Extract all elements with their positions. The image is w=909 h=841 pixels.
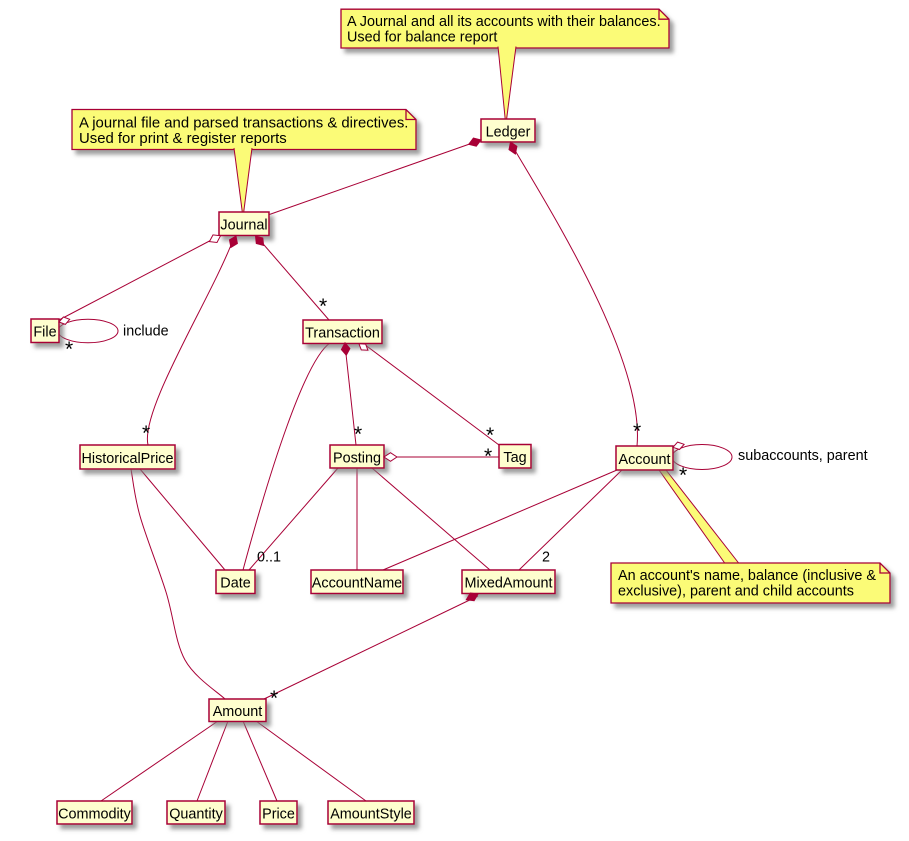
svg-text:HistoricalPrice: HistoricalPrice	[82, 451, 174, 467]
svg-text:Tag: Tag	[503, 450, 526, 466]
svg-text:Transaction: Transaction	[305, 326, 380, 342]
svg-text:*: *	[486, 424, 494, 447]
svg-text:Account: Account	[619, 452, 671, 468]
svg-text:exclusive), parent and child a: exclusive), parent and child accounts	[618, 584, 854, 600]
svg-text:subaccounts, parent: subaccounts, parent	[738, 448, 868, 464]
svg-text:*: *	[270, 687, 278, 710]
svg-text:Posting: Posting	[333, 450, 381, 466]
svg-text:Quantity: Quantity	[169, 806, 223, 822]
svg-text:AmountStyle: AmountStyle	[330, 806, 412, 822]
svg-text:0..1: 0..1	[257, 550, 281, 566]
svg-text:An account's name, balance (in: An account's name, balance (inclusive &	[618, 568, 876, 584]
svg-text:*: *	[319, 295, 327, 318]
svg-text:Amount: Amount	[213, 704, 263, 720]
svg-text:*: *	[633, 420, 641, 443]
svg-text:Commodity: Commodity	[58, 806, 132, 822]
svg-text:A journal file and parsed tran: A journal file and parsed transactions &…	[79, 115, 408, 131]
svg-text:File: File	[33, 325, 56, 341]
svg-text:Ledger: Ledger	[486, 124, 531, 140]
svg-text:A Journal and all its accounts: A Journal and all its accounts with thei…	[347, 14, 661, 30]
svg-text:Used for balance report: Used for balance report	[347, 30, 497, 46]
svg-text:*: *	[65, 338, 73, 361]
svg-text:Used for print & register repo: Used for print & register reports	[79, 131, 287, 147]
svg-text:MixedAmount: MixedAmount	[465, 576, 553, 592]
svg-text:Price: Price	[262, 806, 295, 822]
svg-text:2: 2	[542, 550, 550, 566]
svg-text:*: *	[679, 464, 687, 487]
svg-text:Date: Date	[220, 576, 250, 592]
svg-text:*: *	[354, 423, 362, 446]
svg-text:AccountName: AccountName	[312, 576, 402, 592]
svg-text:*: *	[142, 422, 150, 445]
svg-text:Journal: Journal	[220, 218, 267, 234]
svg-text:*: *	[484, 445, 492, 468]
svg-text:include: include	[123, 324, 169, 340]
